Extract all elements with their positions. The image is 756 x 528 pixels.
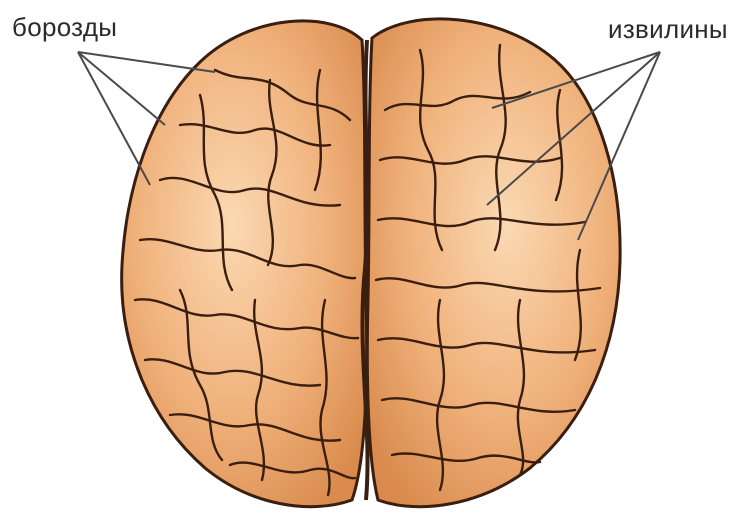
left-hemisphere (122, 21, 367, 507)
gyri-label: извилины (608, 14, 728, 45)
right-hemisphere (367, 19, 620, 507)
sulci-label: борозды (12, 12, 117, 43)
